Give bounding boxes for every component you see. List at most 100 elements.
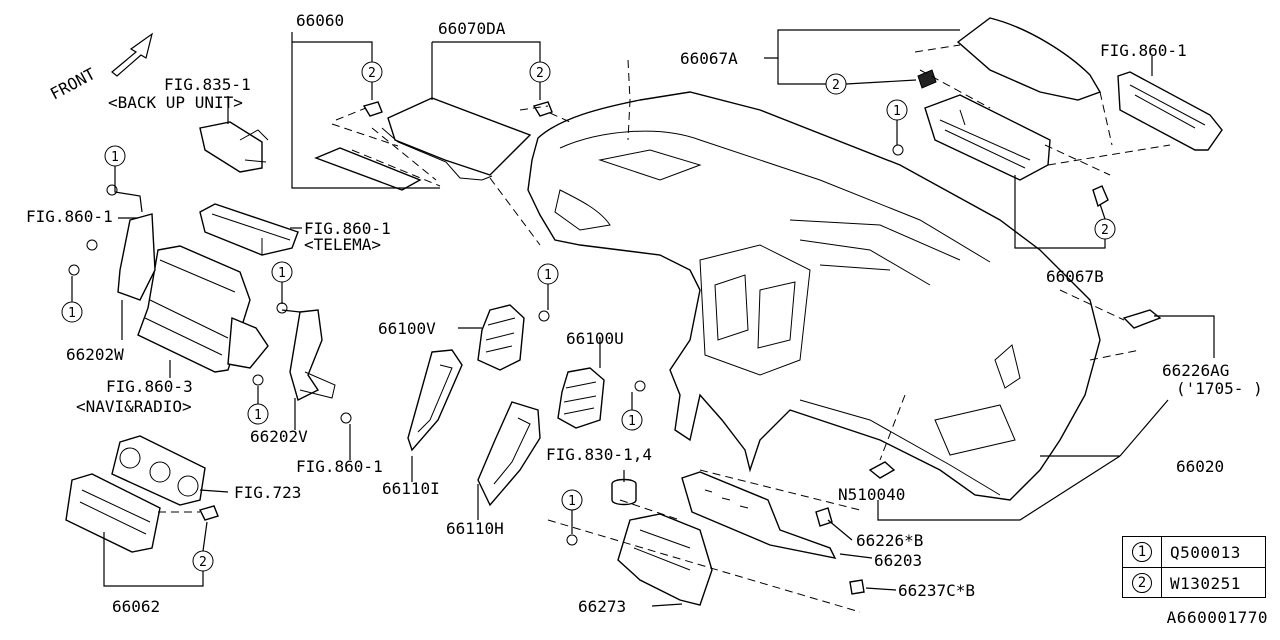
combination-meter-detail [1129,84,1206,129]
label-66202V: 66202V [250,427,308,446]
marker-1: 1 [61,301,83,323]
label-telema: <TELEMA> [304,235,381,254]
legend-part-code: W130251 [1170,573,1241,593]
screw-icon [276,302,288,314]
heater-knob-center [149,461,171,483]
legend-row: 2 W130251 [1123,567,1265,598]
cover-66273 [617,513,713,606]
steering-column-opening [554,189,611,231]
svg-text:1: 1 [893,104,901,119]
label-66100U: 66100U [566,329,624,348]
defroster-grille [598,149,702,181]
lower-dash-lines [547,289,1141,613]
svg-text:2: 2 [536,66,544,81]
label-fig860-1-topright: FIG.860-1 [1100,41,1187,60]
front-label: FRONT [47,64,99,104]
center-vent-left [714,274,749,341]
heater-knob-right [177,475,199,497]
vent-66100U-vanes [563,381,597,415]
heater-knob-left [119,447,141,469]
svg-text:1: 1 [278,266,286,281]
label-66070DA: 66070DA [438,19,506,38]
label-n510040: N510040 [838,485,905,504]
label-fig723: FIG.723 [234,483,301,502]
screw-icon [566,534,578,546]
telema-unit-group [199,203,299,256]
legend-row: 1 Q500013 [1123,537,1265,567]
top-lid-group [314,59,631,246]
navi-radio-unit [137,245,251,373]
svg-text:2: 2 [368,66,376,81]
marker-1: 1 [621,409,643,431]
meter-bracket [924,94,1051,181]
back-up-unit-bracket [239,129,269,163]
telema-unit-detail [211,213,291,255]
bracket-66202V-tab [299,371,336,399]
lid-66070DA-frame [381,127,493,181]
svg-text:2: 2 [832,78,840,93]
callout-labels: 66060 66070DA 66067A FIG.860-1 FIG.835-1… [26,11,1263,616]
label-fig860-1-telema: FIG.860-1 [304,219,391,238]
clip-66237CB [849,579,865,595]
screw-icon [634,380,646,392]
label-66202W: 66202W [66,345,124,364]
vent-66100U [557,367,605,429]
legend-key-cell: 1 [1123,537,1162,567]
garnish-66060 [314,147,422,191]
marker-1: 1 [537,263,559,285]
vent-garnish-66110I-inner [417,364,453,433]
instrument-panel [527,91,1101,501]
label-fig860-3: FIG.860-3 [106,377,193,396]
svg-text:1: 1 [544,268,552,283]
label-fig830-1-4: FIG.830-1,4 [546,445,652,464]
vent-garnish-66110H [477,401,541,507]
meter-visor-66067A [956,17,1102,101]
meter-hood-group [914,17,1223,208]
label-66203: 66203 [874,551,922,570]
back-up-unit [199,121,263,173]
center-vent-right [757,281,796,349]
fasteners [68,144,904,546]
legend-part-code: Q500013 [1170,542,1241,562]
instrument-panel-assembly [527,91,1101,501]
screw-icon [340,412,352,424]
svg-text:1: 1 [254,408,262,423]
top-lid-dash-lines [331,105,571,187]
lower-cover-line [799,399,1001,496]
instrument-panel-upper-edge [559,130,991,263]
vent-66100V [477,304,525,371]
bracket-66202W [117,213,156,301]
right-side-vent [994,344,1021,389]
label-66237CB: 66237C*B [898,581,975,600]
label-66110H: 66110H [446,519,504,538]
legend-marker: 2 [1132,573,1152,593]
navi-radio-group [117,213,336,402]
label-66062: 66062 [112,597,160,616]
legend-key-cell: 2 [1123,568,1162,598]
heater-bezel-openings [79,489,151,535]
front-arrow-icon [111,32,153,77]
vent-garnish-66110H-inner [493,417,531,485]
navi-radio-face [144,259,236,356]
screw-icon [106,184,118,196]
bracket-66203 [681,471,837,559]
lid-66070DA [387,97,532,176]
meter-bracket-detail [939,109,1031,169]
clip-66070DA [532,101,553,117]
label-66110I: 66110I [382,479,440,498]
heater-control-group [65,435,219,553]
marker-2: 2 [361,61,383,83]
fastener-legend: 1 Q500013 2 W130251 [1122,536,1266,598]
legend-marker: 1 [1132,542,1152,562]
navi-radio-rear [227,316,269,369]
marker-2: 2 [1094,218,1116,240]
marker-2: 2 [825,73,847,95]
marker-1: 1 [104,145,126,167]
lower-bracket-group [547,289,1162,613]
clip-66226B [815,507,833,527]
label-66067A: 66067A [680,49,738,68]
label-66226B: 66226*B [856,531,923,550]
label-back-up-unit: <BACK UP UNIT> [108,93,243,112]
label-66226AG-note: ('1705- ) [1176,379,1263,398]
